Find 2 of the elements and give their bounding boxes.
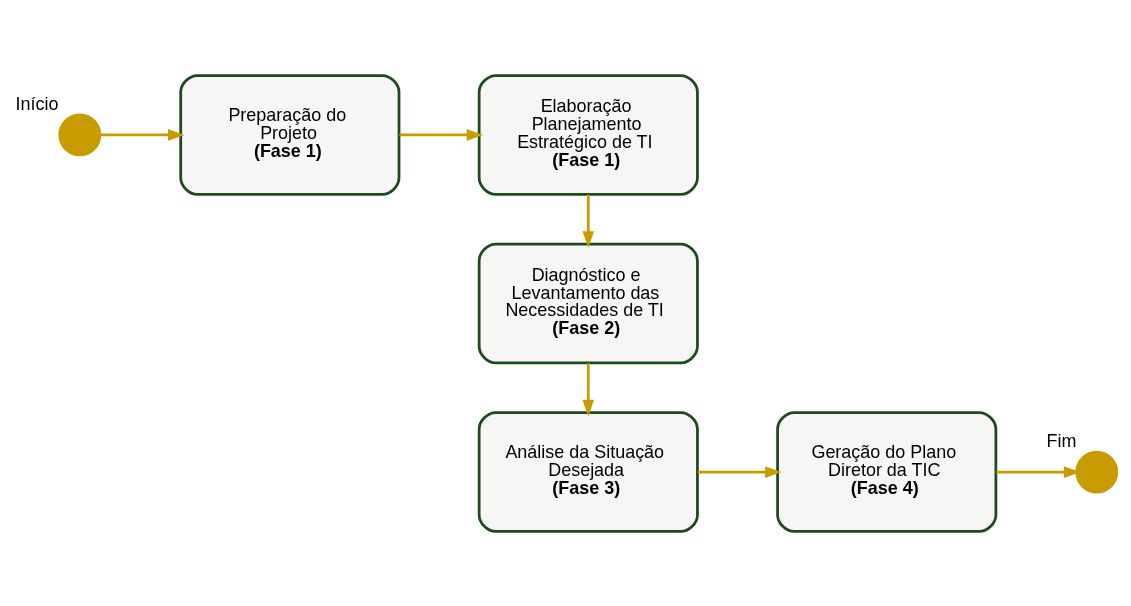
- node-label: Fim: [1046, 430, 1077, 451]
- node-label: Início: [15, 93, 59, 114]
